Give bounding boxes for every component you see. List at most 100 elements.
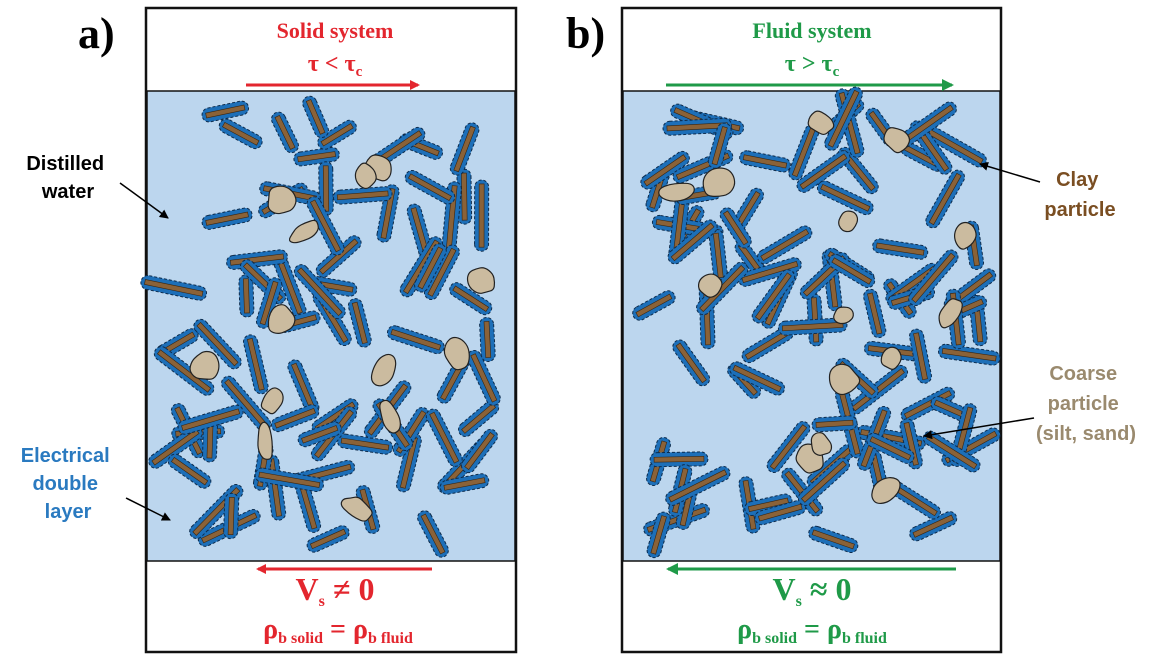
panel-b: b) Fluid system τ > τc Vs ≈ 0 ρb solid =…	[566, 6, 1136, 654]
clay-particle-icon	[719, 207, 752, 249]
coarse-particle-icon	[697, 273, 723, 298]
label-coarse-particle: Coarse particle (silt, sand)	[1036, 363, 1136, 445]
clay-particle-icon	[293, 146, 340, 167]
clay-particle-icon	[270, 404, 320, 433]
coarse-particle-icon	[354, 162, 377, 190]
clay-particle-icon	[315, 235, 362, 278]
clay-particle-icon	[177, 404, 244, 435]
shear-condition-b: τ > τc	[785, 51, 840, 80]
clay-particle-icon	[254, 467, 324, 493]
coarse-particle-icon	[833, 306, 854, 325]
clay-particle-icon	[271, 111, 299, 154]
clay-particle-icon	[640, 150, 690, 190]
clay-particle-icon	[757, 225, 813, 265]
particles-b	[632, 86, 1001, 559]
panel-letter-a: a)	[78, 9, 115, 58]
clay-particle-icon	[306, 196, 345, 256]
coarse-particle-icon	[883, 127, 911, 154]
clay-particle-icon	[386, 325, 445, 355]
clay-particle-icon	[223, 492, 240, 540]
clay-particle-icon	[707, 122, 732, 169]
particles-a	[140, 95, 501, 558]
clay-particle-icon	[738, 257, 802, 287]
clay-particle-icon	[242, 334, 269, 395]
coarse-particle-icon	[370, 353, 397, 387]
clay-particle-icon	[293, 264, 346, 320]
clay-particle-icon	[741, 326, 794, 364]
clay-particle-icon	[632, 290, 676, 321]
clay-particle-icon	[754, 499, 807, 526]
coarse-particle-icon	[702, 167, 736, 197]
panel-a-title: Solid system	[277, 18, 394, 43]
clay-particle-icon	[777, 317, 848, 336]
arrow-clay-particle	[979, 161, 1041, 183]
clay-particle-icon	[317, 119, 357, 150]
clay-particle-icon	[828, 253, 876, 289]
clay-particle-icon	[908, 249, 959, 307]
clay-particle-icon	[811, 415, 858, 433]
clay-particle-icon	[937, 343, 1001, 366]
clay-particle-icon	[302, 95, 329, 139]
clay-particle-icon	[425, 408, 463, 467]
clay-particle-icon	[193, 318, 242, 370]
coarse-particle-icon	[340, 496, 373, 522]
clay-particle-icon	[306, 525, 350, 553]
coarse-particle-icon	[828, 363, 861, 396]
clay-particle-icon	[167, 453, 212, 489]
clay-particle-icon	[201, 207, 253, 230]
panel-letter-b: b)	[566, 9, 605, 58]
coarse-particle-icon	[189, 350, 220, 380]
clay-particle-icon	[909, 511, 958, 542]
clay-particle-icon	[729, 361, 786, 396]
clay-particle-icon	[649, 451, 709, 468]
clay-particle-icon	[909, 328, 932, 384]
clay-particle-icon	[376, 184, 400, 243]
shear-condition-a: τ < τc	[308, 51, 363, 80]
coarse-particle-icon	[267, 304, 296, 334]
clay-particle-icon	[293, 475, 322, 533]
clay-particle-icon	[808, 525, 859, 554]
label-electrical-double-layer: Electrical double layer	[21, 445, 116, 523]
clay-particle-icon	[672, 339, 711, 387]
clay-particle-icon	[816, 180, 874, 216]
clay-particle-icon	[449, 282, 493, 316]
clay-particle-icon	[218, 118, 263, 150]
coarse-particle-icon	[880, 346, 902, 370]
clay-particle-icon	[824, 86, 863, 151]
clay-particle-icon	[318, 161, 334, 216]
clay-particle-icon	[202, 418, 218, 463]
clay-particle-icon	[287, 359, 320, 415]
coarse-particle-icon	[953, 221, 977, 250]
clay-particle-icon	[866, 432, 915, 464]
clay-particle-icon	[925, 169, 966, 229]
clay-particle-icon	[739, 150, 791, 173]
panel-a: a) Solid system τ < τc Vs ≠ 0 ρb solid =…	[21, 6, 518, 654]
coarse-particle-icon	[938, 298, 963, 329]
label-clay-particle: Clay particle	[1044, 169, 1115, 221]
clay-particle-icon	[899, 418, 923, 470]
clay-particle-icon	[646, 511, 671, 559]
clay-particle-icon	[414, 243, 447, 293]
coarse-particle-icon	[288, 219, 319, 244]
clay-particle-icon	[872, 238, 929, 260]
clay-particle-icon	[458, 399, 500, 438]
clay-particle-icon	[456, 168, 473, 225]
clay-particle-icon	[255, 277, 283, 329]
clay-particle-icon	[404, 169, 456, 205]
density-equality-a: ρb solid = ρb fluid	[263, 614, 413, 647]
clay-particle-icon	[140, 275, 208, 301]
velocity-condition-b: Vs ≈ 0	[773, 571, 852, 610]
clay-particle-icon	[665, 465, 731, 506]
clay-particle-icon	[466, 349, 501, 406]
coarse-particle-icon	[810, 432, 833, 456]
clay-particle-icon	[479, 316, 496, 363]
clay-particle-icon	[201, 100, 250, 123]
clay-particle-icon	[297, 421, 342, 448]
clay-particle-icon	[474, 179, 490, 252]
clay-particle-icon	[347, 298, 372, 348]
clay-particle-icon	[439, 473, 490, 495]
coarse-particle-icon	[658, 182, 695, 202]
coarse-particle-icon	[466, 267, 496, 294]
coarse-particle-icon	[871, 477, 901, 505]
